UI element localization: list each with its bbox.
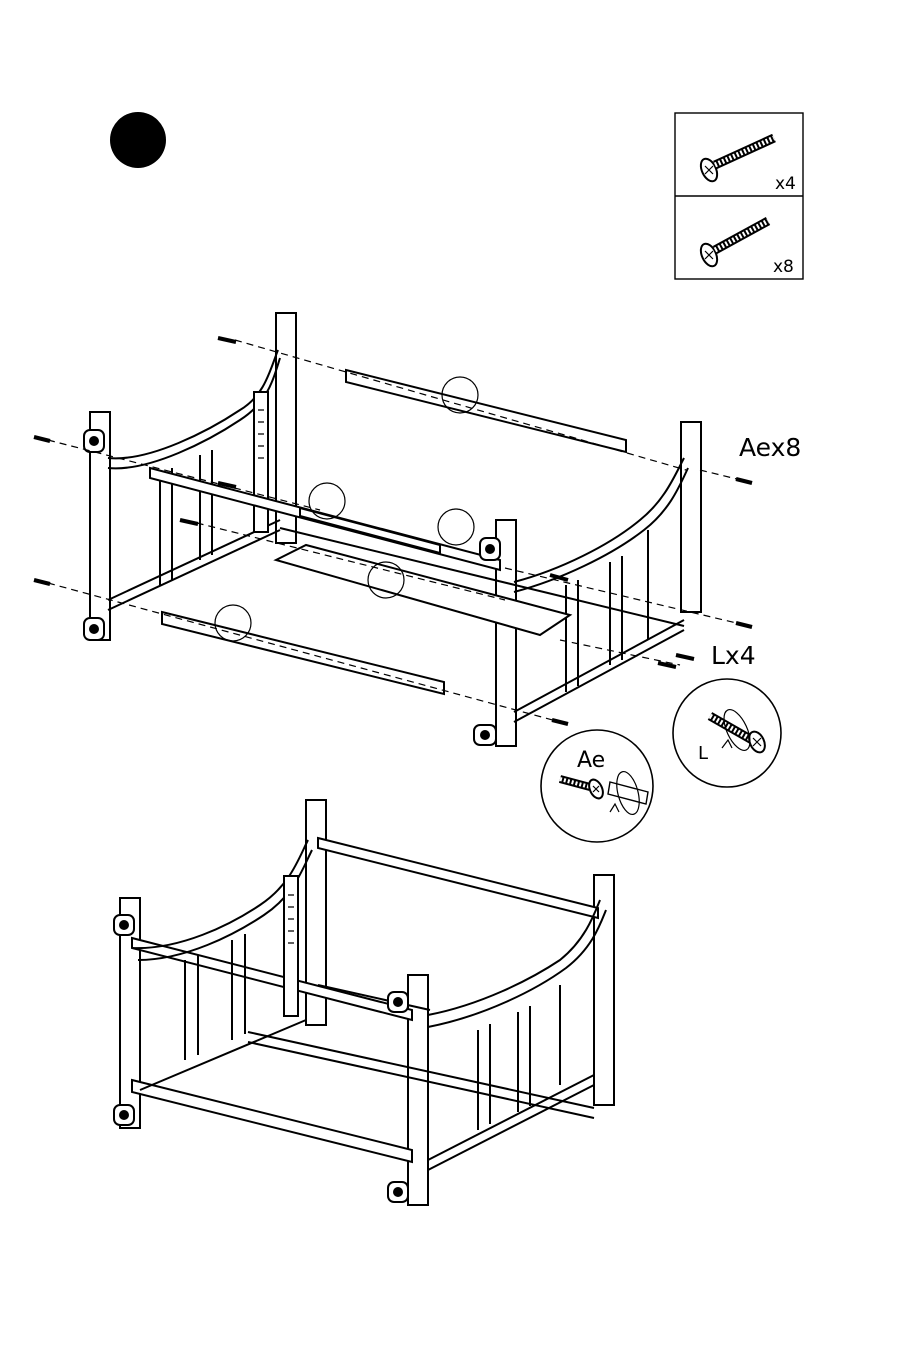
detail-ae-label: Ae — [577, 748, 605, 773]
label-aex8: Aex8 — [739, 433, 801, 462]
short-screw-qty: x4 — [775, 174, 796, 194]
long-screw-icon — [698, 221, 768, 269]
detail-ae: Ae — [541, 730, 653, 842]
detail-l: L — [673, 679, 781, 787]
step-badge — [110, 112, 166, 168]
short-screw-icon — [698, 138, 774, 184]
assembled-view — [114, 800, 614, 1205]
hardware-box: x4 x8 — [675, 113, 803, 279]
label-lx4: Lx4 — [711, 641, 756, 670]
detail-l-label: L — [698, 743, 708, 764]
long-screw-qty: x8 — [773, 257, 794, 277]
exploded-view: Aex8 Lx4 L Ae — [34, 313, 801, 842]
